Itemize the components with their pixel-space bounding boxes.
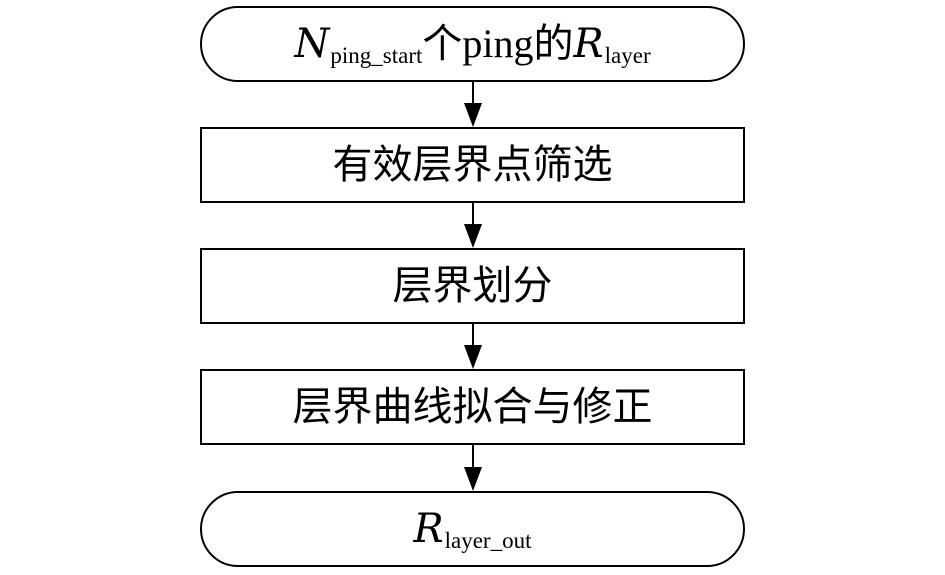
start-variable-r: R: [573, 21, 604, 67]
step-fitting-label: 层界曲线拟合与修正: [292, 384, 653, 430]
arrow-head: [464, 103, 482, 127]
step-division-label: 层界划分: [392, 263, 553, 309]
arrow-head: [464, 467, 482, 491]
start-text-ge: 个: [422, 21, 463, 67]
arrow-shaft: [472, 324, 474, 345]
step-filter-boundary-points: 有效层界点筛选: [200, 127, 745, 203]
start-variable-r-subscript: layer: [604, 42, 651, 68]
start-variable-n: N: [294, 21, 330, 67]
step-curve-fitting: 层界曲线拟合与修正: [200, 369, 745, 445]
arrow-head: [464, 224, 482, 248]
arrow-shaft: [472, 445, 474, 467]
end-variable-r: R: [413, 506, 444, 552]
end-variable-r-subscript: layer_out: [444, 527, 532, 553]
step-boundary-division: 层界划分: [200, 248, 745, 324]
step-filter-label: 有效层界点筛选: [332, 142, 613, 188]
arrow-start-to-step1: [464, 82, 482, 127]
arrow-step3-to-end: [464, 445, 482, 491]
arrow-shaft: [472, 82, 474, 103]
arrow-head: [464, 345, 482, 369]
arrow-step2-to-step3: [464, 324, 482, 369]
start-text-ping: ping: [462, 21, 534, 66]
arrow-step1-to-step2: [464, 203, 482, 248]
start-text-de: 的: [533, 21, 574, 67]
start-variable-n-subscript: ping_start: [330, 42, 423, 68]
arrow-shaft: [472, 203, 474, 224]
